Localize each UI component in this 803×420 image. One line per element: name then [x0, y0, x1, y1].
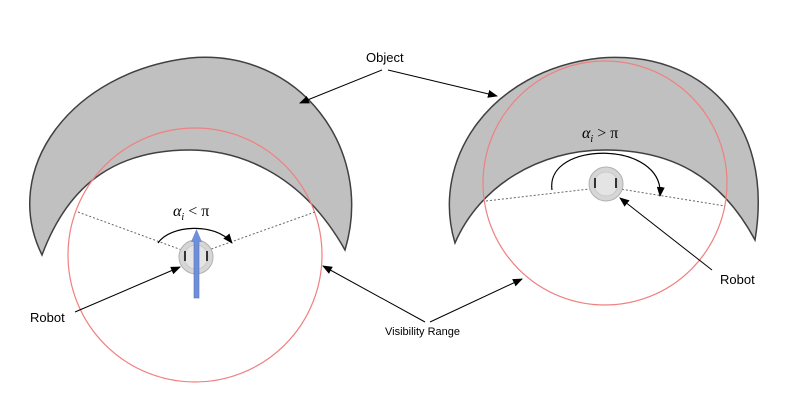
right-object-shape — [448, 56, 759, 246]
right-visibility-circle — [482, 60, 728, 306]
right-robot-label: Robot — [720, 272, 755, 287]
left-visibility-circle — [67, 127, 323, 383]
object-label: Object — [366, 50, 404, 65]
left-angle-arc — [157, 227, 233, 244]
right-boundary-line-left — [485, 187, 599, 202]
left-object-shape — [29, 56, 353, 257]
visibility-pointer-right — [429, 278, 523, 323]
left-scene: αi< π Robot — [29, 56, 353, 383]
left-robot-pointer — [74, 266, 181, 313]
left-robot-label: Robot — [30, 310, 65, 325]
object-callout: Object — [299, 50, 498, 104]
robot-icon — [588, 166, 624, 202]
right-robot-pointer — [619, 197, 713, 271]
visibility-range-label: Visibility Range — [385, 326, 460, 338]
right-scene: αi> π Robot — [448, 56, 759, 306]
right-angle-label: αi> π — [582, 125, 618, 145]
left-angle-label: αi< π — [173, 203, 209, 223]
right-angle-arc — [551, 152, 665, 197]
heading-arrow-icon — [191, 229, 202, 299]
object-pointer-left — [299, 69, 383, 104]
right-boundary-line-right — [613, 187, 726, 207]
left-boundary-line-right — [199, 211, 316, 254]
visibility-pointer-left — [322, 265, 426, 323]
object-pointer-right — [387, 69, 498, 98]
visibility-range-callout: Visibility Range — [322, 265, 523, 338]
